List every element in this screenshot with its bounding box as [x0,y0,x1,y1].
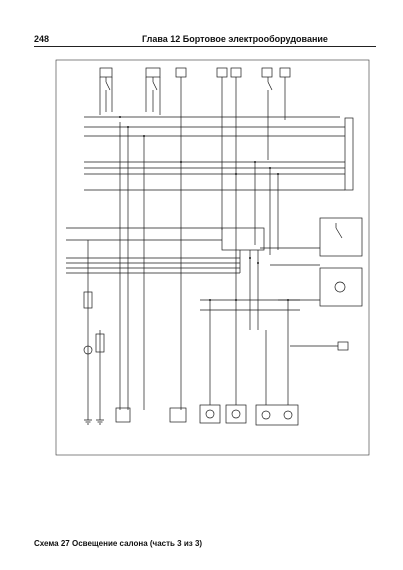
lamp-box-1 [199,404,221,424]
connector-top-3 [175,67,187,78]
ground-1 [84,419,92,425]
lamp-right-1 [334,281,346,293]
connector-left [95,333,105,353]
header-divider [34,46,376,47]
ground-2 [96,419,104,425]
connector-right [344,117,354,191]
connector-right-small [337,341,349,351]
figure-caption: Схема 27 Освещение салона (часть 3 из 3) [34,539,203,548]
junction-dots [119,116,289,301]
switch-top-3 [267,77,273,91]
lamp-bottom-4 [283,410,293,420]
switch-box-1 [319,217,363,257]
control-module [221,227,265,251]
lamp-box-2 [225,404,247,424]
lamp-left [83,345,93,355]
connector-top-6 [261,67,273,78]
lamp-box-3 [255,404,299,426]
connector-top-1 [99,67,113,78]
page-number: 248 [34,34,50,44]
switch-top-2 [152,77,158,91]
switch-contact-1 [335,223,343,239]
lamp-bottom-1 [205,409,215,419]
connector-top-7 [279,67,291,78]
lamp-bottom-3 [261,410,271,420]
page-header: 248 Глава 12 Бортовое электрооборудовани… [34,34,374,46]
chapter-title: Глава 12 Бортовое электрооборудование [142,34,328,44]
diagram-frame [55,59,370,456]
fuse-left [83,291,93,309]
switch-top-1 [105,77,111,91]
bottom-box-2 [169,407,187,423]
bottom-box-1 [115,407,131,423]
connector-top-2 [145,67,161,78]
lamp-bottom-2 [231,409,241,419]
switch-box-2 [319,267,363,307]
connector-top-4 [216,67,228,78]
connector-top-5 [230,67,242,78]
